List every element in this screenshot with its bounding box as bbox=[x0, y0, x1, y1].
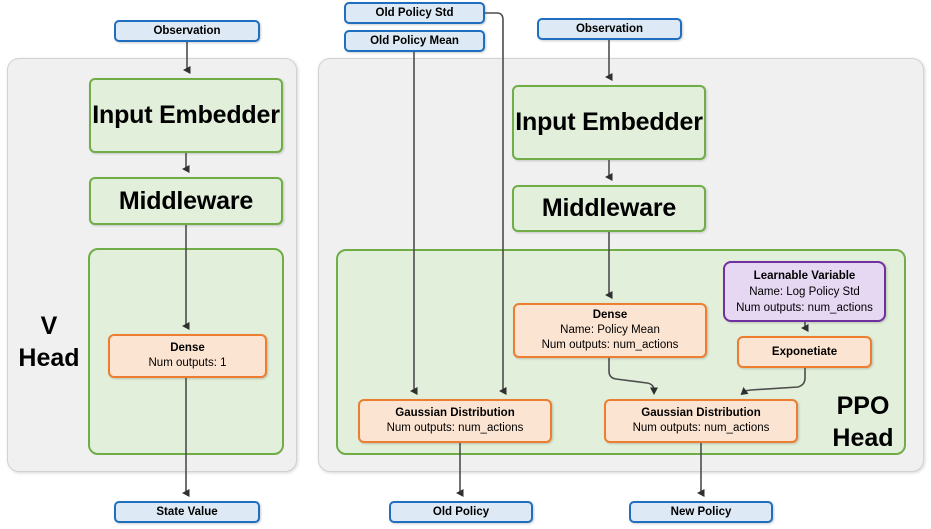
ppo-head-input-old-policy-mean[interactable]: Old Policy Mean bbox=[344, 30, 485, 52]
v-head-middleware-label: Middleware bbox=[118, 186, 254, 215]
ppo-head-learnable-variable-name: Name: Log Policy Std bbox=[749, 285, 860, 298]
ppo-head-dense-policy-mean[interactable]: Dense Name: Policy Mean Num outputs: num… bbox=[513, 303, 707, 358]
ppo-head-middleware[interactable]: Middleware bbox=[512, 185, 706, 232]
ppo-head-input-old-policy-mean-label: Old Policy Mean bbox=[370, 35, 459, 47]
ppo-head-output-old-policy[interactable]: Old Policy bbox=[389, 501, 533, 523]
ppo-head-gaussian-distribution-new[interactable]: Gaussian Distribution Num outputs: num_a… bbox=[604, 399, 798, 443]
ppo-head-dense-name: Name: Policy Mean bbox=[560, 324, 660, 336]
ppo-head-exponentiate-label: Exponetiate bbox=[771, 345, 838, 358]
v-head-output-state-value[interactable]: State Value bbox=[114, 501, 260, 523]
v-head-output-state-value-label: State Value bbox=[156, 506, 218, 518]
ppo-head-gaussian-new-title: Gaussian Distribution bbox=[641, 407, 761, 419]
ppo-head-exponentiate[interactable]: Exponetiate bbox=[737, 336, 872, 368]
ppo-head-dense-outputs: Num outputs: num_actions bbox=[541, 339, 679, 351]
ppo-head-input-old-policy-std-label: Old Policy Std bbox=[375, 7, 454, 19]
v-head-dense-title: Dense bbox=[170, 342, 205, 354]
v-head-input-embedder-label: Input Embedder bbox=[92, 101, 280, 129]
v-head-dense-outputs: Num outputs: 1 bbox=[148, 357, 227, 369]
ppo-head-input-old-policy-std[interactable]: Old Policy Std bbox=[344, 2, 485, 24]
v-head-dense-op[interactable]: Dense Num outputs: 1 bbox=[108, 334, 267, 378]
ppo-head-middleware-label: Middleware bbox=[541, 194, 677, 222]
v-head-middleware[interactable]: Middleware bbox=[89, 177, 283, 225]
ppo-head-output-new-policy-label: New Policy bbox=[670, 506, 732, 518]
ppo-head-gaussian-distribution-old[interactable]: Gaussian Distribution Num outputs: num_a… bbox=[358, 399, 552, 443]
ppo-head-dense-title: Dense bbox=[592, 309, 628, 321]
ppo-head-gaussian-old-outputs: Num outputs: num_actions bbox=[386, 422, 524, 434]
ppo-head-input-embedder-label: Input Embedder bbox=[515, 108, 703, 136]
v-head-title: V Head bbox=[18, 312, 80, 372]
v-head-input-observation-label: Observation bbox=[153, 25, 221, 37]
ppo-head-output-old-policy-label: Old Policy bbox=[432, 506, 490, 518]
ppo-head-input-observation[interactable]: Observation bbox=[537, 18, 682, 40]
ppo-head-output-new-policy[interactable]: New Policy bbox=[629, 501, 773, 523]
ppo-head-input-observation-label: Observation bbox=[575, 23, 644, 35]
ppo-head-learnable-variable-outputs: Num outputs: num_actions bbox=[736, 301, 873, 314]
ppo-head-learnable-variable[interactable]: Learnable Variable Name: Log Policy Std … bbox=[723, 261, 886, 322]
ppo-head-input-embedder[interactable]: Input Embedder bbox=[512, 85, 706, 160]
ppo-head-learnable-variable-title: Learnable Variable bbox=[753, 269, 856, 282]
ppo-head-title: PPO Head bbox=[832, 392, 894, 452]
v-head-input-observation[interactable]: Observation bbox=[114, 20, 260, 42]
ppo-head-gaussian-old-title: Gaussian Distribution bbox=[395, 407, 515, 419]
ppo-head-gaussian-new-outputs: Num outputs: num_actions bbox=[632, 422, 770, 434]
v-head-input-embedder[interactable]: Input Embedder bbox=[89, 78, 283, 153]
